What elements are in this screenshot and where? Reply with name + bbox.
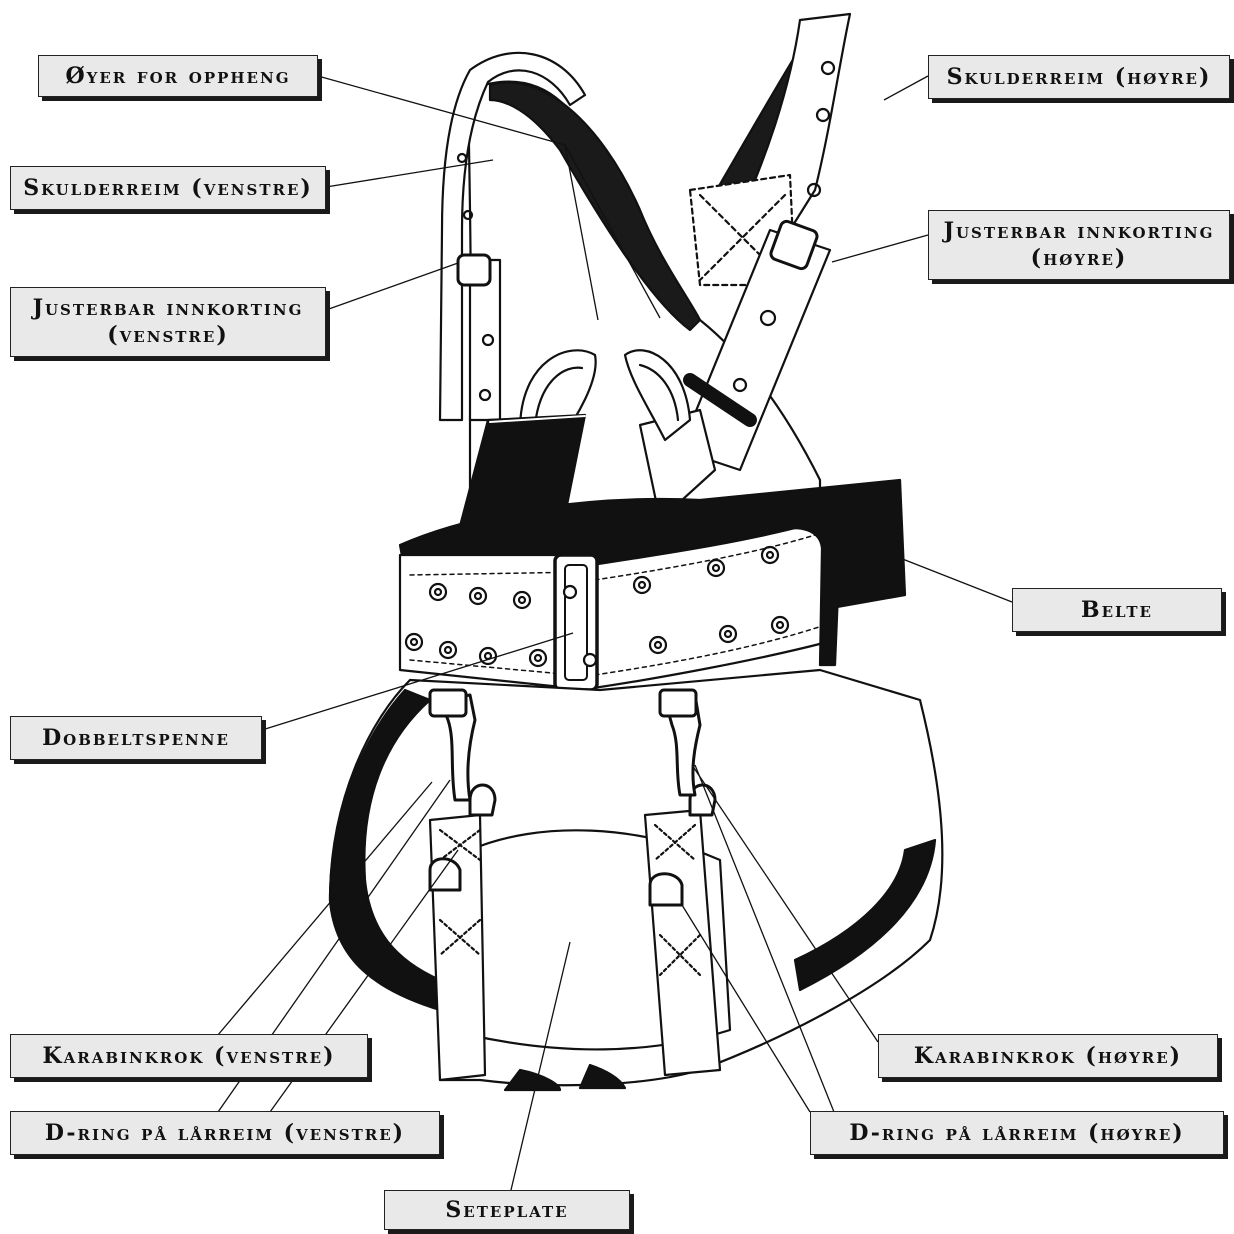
leader-belt [900, 558, 1012, 602]
label-adjust-left-line1: Justerbar innkorting [33, 295, 304, 322]
label-thigh-d-ring-right: D-ring på lårreim (høyre) [810, 1111, 1224, 1155]
label-seat-plate: Seteplate [384, 1190, 630, 1230]
leader-shoulder-right [884, 76, 928, 100]
label-suspension-eyes: Øyer for oppheng [38, 55, 318, 97]
label-belt: Belte [1012, 588, 1222, 632]
label-thigh-d-ring-left: D-ring på lårreim (venstre) [10, 1111, 440, 1155]
label-shoulder-strap-right: Skulderreim (høyre) [928, 55, 1230, 99]
leader-adjust-left [326, 263, 458, 310]
left-d-ring [430, 859, 460, 890]
left-thigh-strap [430, 815, 485, 1080]
right-d-ring [650, 874, 682, 905]
label-carabiner-left: Karabinkrok (venstre) [10, 1034, 368, 1078]
label-adjust-right-line1: Justerbar innkorting [944, 218, 1215, 245]
label-shoulder-strap-left: Skulderreim (venstre) [10, 166, 326, 210]
label-double-buckle: Dobbeltspenne [10, 716, 262, 760]
label-adjustable-shortening-left: Justerbar innkorting (venstre) [10, 287, 326, 357]
label-adjust-left-line2: (venstre) [107, 322, 229, 349]
leader-adjust-right [832, 235, 928, 262]
leader-shoulder-left [326, 160, 493, 187]
double-buckle [555, 555, 597, 690]
label-adjustable-shortening-right: Justerbar innkorting (høyre) [928, 210, 1230, 280]
label-adjust-right-line2: (høyre) [1031, 245, 1128, 272]
left-adjust-buckle [458, 255, 490, 285]
label-carabiner-right: Karabinkrok (høyre) [878, 1034, 1218, 1078]
